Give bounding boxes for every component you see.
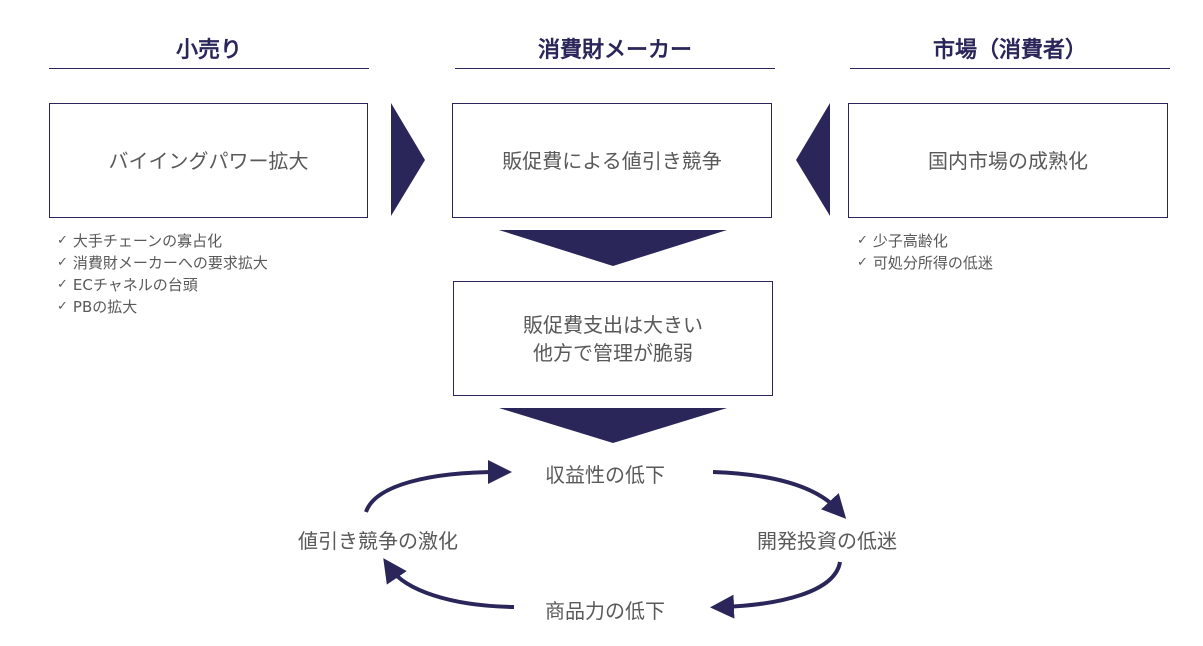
cycle-arrow-top-right	[712, 470, 847, 519]
column-divider-manufacturer	[455, 68, 775, 69]
list-item: ✓ ECチャネルの台頭	[57, 274, 268, 296]
box-price-competition-text: 販促費による値引き競争	[502, 148, 722, 173]
check-icon: ✓	[857, 255, 868, 270]
retail-points-list: ✓ 大手チェーンの寡占化 ✓ 消費財メーカーへの要求拡大 ✓ ECチャネルの台頭 ✓ P…	[57, 230, 268, 318]
box-buying-power: バイイングパワー拡大	[49, 103, 368, 218]
cycle-label-price-war: 値引き競争の激化	[298, 529, 458, 553]
list-item-text: ECチャネルの台頭	[72, 276, 198, 294]
list-item-text: 大手チェーンの寡占化	[72, 232, 223, 250]
cycle-label-development-investment: 開発投資の低迷	[757, 529, 897, 553]
list-item: ✓ 消費財メーカーへの要求拡大	[57, 252, 268, 274]
cycle-arrow-bottom-right	[710, 561, 842, 619]
check-icon: ✓	[857, 233, 868, 248]
column-title-manufacturer: 消費財メーカー	[537, 38, 692, 63]
check-icon: ✓	[57, 255, 68, 270]
list-item: ✓ 大手チェーンの寡占化	[57, 230, 268, 252]
check-icon: ✓	[57, 299, 68, 314]
box-buying-power-text: バイイングパワー拡大	[108, 148, 309, 173]
list-item-text: 少子高齢化	[872, 232, 948, 250]
box-price-competition: 販促費による値引き競争	[452, 103, 772, 218]
box-market-maturity: 国内市場の成熟化	[848, 103, 1168, 218]
list-item: ✓ 可処分所得の低迷	[857, 252, 993, 274]
box-promotion-spend-line2: 他方で管理が脆弱	[533, 340, 693, 365]
column-divider-retail	[49, 68, 369, 69]
column-title-market: 市場（消費者）	[932, 38, 1087, 63]
list-item: ✓ PBの拡大	[57, 296, 268, 318]
arrow-left-icon	[796, 103, 830, 216]
cycle-label-profitability: 収益性の低下	[545, 463, 665, 487]
check-icon: ✓	[57, 233, 68, 248]
box-promotion-spend-line1: 販促費支出は大きい	[523, 312, 703, 337]
list-item-text: PBの拡大	[72, 298, 138, 316]
arrow-down-icon	[499, 230, 727, 266]
list-item: ✓ 少子高齢化	[857, 230, 993, 252]
arrow-down-icon	[499, 408, 727, 443]
cycle-label-product-strength: 商品力の低下	[545, 599, 665, 623]
column-divider-market	[850, 68, 1170, 69]
check-icon: ✓	[57, 277, 68, 292]
cycle-arrow-bottom-left	[383, 558, 515, 609]
box-market-maturity-text: 国内市場の成熟化	[928, 148, 1088, 173]
arrow-right-icon	[391, 103, 425, 216]
cycle-arrow-top-left	[364, 460, 512, 513]
column-title-retail: 小売り	[175, 38, 242, 63]
box-promotion-spend: 販促費支出は大きい 他方で管理が脆弱	[453, 281, 773, 396]
list-item-text: 消費財メーカーへの要求拡大	[72, 254, 268, 272]
market-points-list: ✓ 少子高齢化 ✓ 可処分所得の低迷	[857, 230, 993, 274]
list-item-text: 可処分所得の低迷	[872, 254, 993, 272]
